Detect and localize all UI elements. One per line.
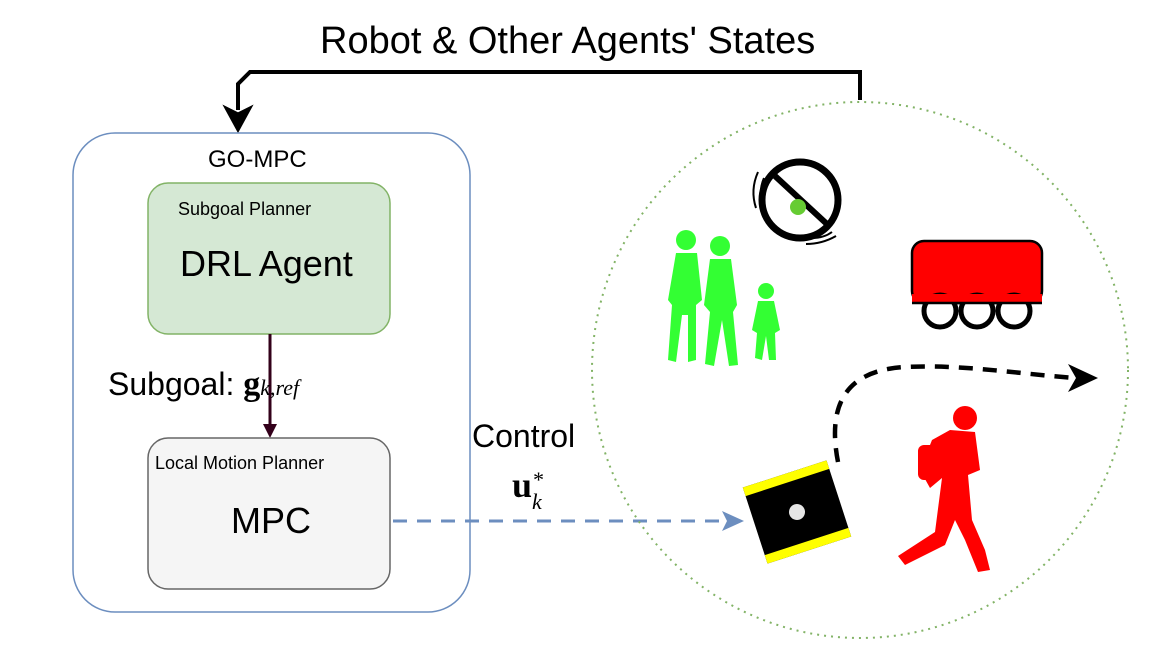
control-superscript: *: [532, 467, 544, 492]
pedestrian-group-icon: [668, 230, 780, 366]
trajectory-arrow-head: [1068, 364, 1098, 392]
wheelchair-icon: [752, 158, 842, 245]
feedback-arrow-head: [222, 104, 254, 134]
control-symbol: u*k: [512, 464, 544, 514]
framework-label: GO-MPC: [208, 146, 307, 173]
local-motion-planner-title: Local Motion Planner: [155, 453, 325, 473]
control-subscript: k: [532, 489, 542, 514]
cart-robot-icon: [910, 239, 1044, 330]
subgoal-planner-title: Subgoal Planner: [178, 199, 312, 219]
feedback-arrow: [236, 70, 862, 110]
environment-circle: [591, 101, 1129, 639]
control-edge-label: Control: [472, 418, 576, 454]
subgoal-planner-method: DRL Agent: [180, 243, 353, 284]
local-motion-planner-box: [147, 437, 391, 590]
mobile-robot-icon: [742, 460, 852, 564]
control-arrow-head: [722, 511, 744, 531]
trajectory-arrow-icon: [832, 364, 1076, 463]
diagram-title: Robot & Other Agents' States: [320, 20, 816, 62]
subgoal-arrow-head: [263, 424, 277, 438]
subgoal-symbol: g: [243, 366, 261, 403]
subgoal-edge-label: Subgoal: gk,ref: [108, 366, 299, 404]
control-symbol-base: u: [512, 465, 533, 505]
local-motion-planner-method: MPC: [231, 500, 311, 541]
subgoal-edge-text: Subgoal:: [108, 366, 235, 402]
subgoal-subscript: k,ref: [260, 375, 300, 400]
pedestrian-icon: [898, 406, 990, 572]
